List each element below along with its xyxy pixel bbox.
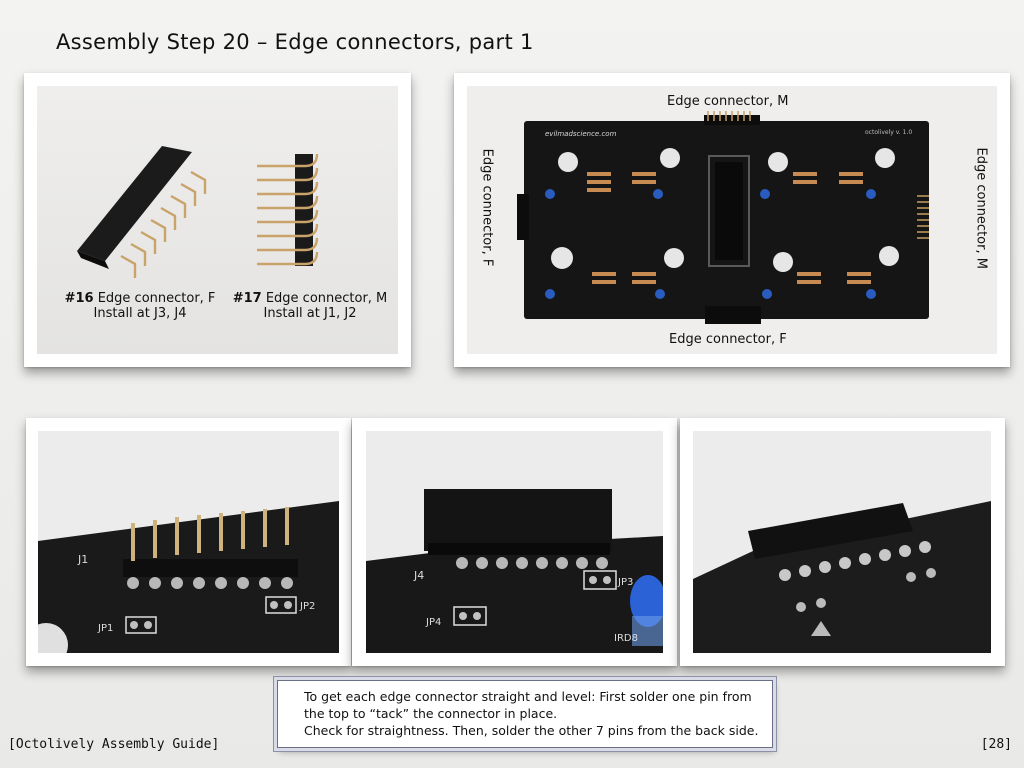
female-connector-image	[77, 146, 207, 278]
male-connector-name: Edge connector, M	[265, 291, 388, 306]
page-title: Assembly Step 20 – Edge connectors, part…	[56, 30, 534, 54]
label-jp2: JP2	[299, 601, 315, 612]
female-connector-number: #16	[64, 291, 94, 306]
detail-photo-2: J4 JP4 JP3 IRD8	[366, 431, 663, 653]
instruction-note: To get each edge connector straight and …	[277, 680, 773, 748]
detail-photo-3	[693, 431, 991, 653]
connectors-photo-frame: #16 Edge connector, F Install at J3, J4 …	[24, 73, 411, 367]
back-side-soldered-illustration	[693, 431, 991, 653]
male-connector-number: #17	[232, 291, 262, 306]
board-photo-frame: evilmadscience.com octolively v. 1.0 Edg…	[454, 73, 1010, 367]
guide-name-footer: [Octolively Assembly Guide]	[8, 737, 220, 752]
board-label-bottom: Edge connector, F	[669, 332, 787, 347]
male-connector-install: Install at J1, J2	[263, 306, 357, 321]
connectors-photo: #16 Edge connector, F Install at J3, J4 …	[37, 86, 398, 354]
silkscreen-version: octolively v. 1.0	[865, 129, 912, 136]
detail-photo-2-frame: J4 JP4 JP3 IRD8	[352, 418, 677, 666]
label-j4: J4	[413, 569, 424, 582]
page-number: [28]	[980, 737, 1012, 752]
board-illustration: evilmadscience.com octolively v. 1.0	[467, 86, 997, 354]
board-label-left: Edge connector, F	[479, 148, 495, 267]
connectors-illustration	[37, 86, 398, 354]
female-connector-caption: #16 Edge connector, F Install at J3, J4	[55, 291, 225, 321]
label-jp3: JP3	[617, 577, 633, 588]
board-photo: evilmadscience.com octolively v. 1.0 Edg…	[467, 86, 997, 354]
note-line-3: Check for straightness. Then, solder the…	[304, 723, 759, 738]
male-connector-caption: #17 Edge connector, M Install at J1, J2	[225, 291, 395, 321]
male-header-soldered-illustration: J1 JP1 JP2	[38, 431, 339, 653]
label-ird8: IRD8	[614, 633, 638, 644]
note-line-1: To get each edge connector straight and …	[304, 689, 752, 704]
silkscreen-brand: evilmadscience.com	[545, 130, 617, 138]
female-connector-name: Edge connector, F	[97, 291, 216, 306]
board-label-right: Edge connector, M	[973, 147, 989, 269]
note-line-2: the top to “tack” the connector in place…	[304, 706, 558, 721]
board-label-top: Edge connector, M	[667, 94, 789, 109]
label-j1: J1	[77, 553, 88, 566]
label-jp4: JP4	[425, 617, 441, 628]
male-connector-image	[257, 153, 319, 266]
detail-photo-1-frame: J1 JP1 JP2	[26, 418, 351, 666]
detail-photo-1: J1 JP1 JP2	[38, 431, 339, 653]
label-jp1: JP1	[97, 623, 113, 634]
detail-photo-3-frame	[680, 418, 1005, 666]
female-connector-install: Install at J3, J4	[93, 306, 187, 321]
female-header-soldered-illustration: J4 JP4 JP3 IRD8	[366, 431, 663, 653]
